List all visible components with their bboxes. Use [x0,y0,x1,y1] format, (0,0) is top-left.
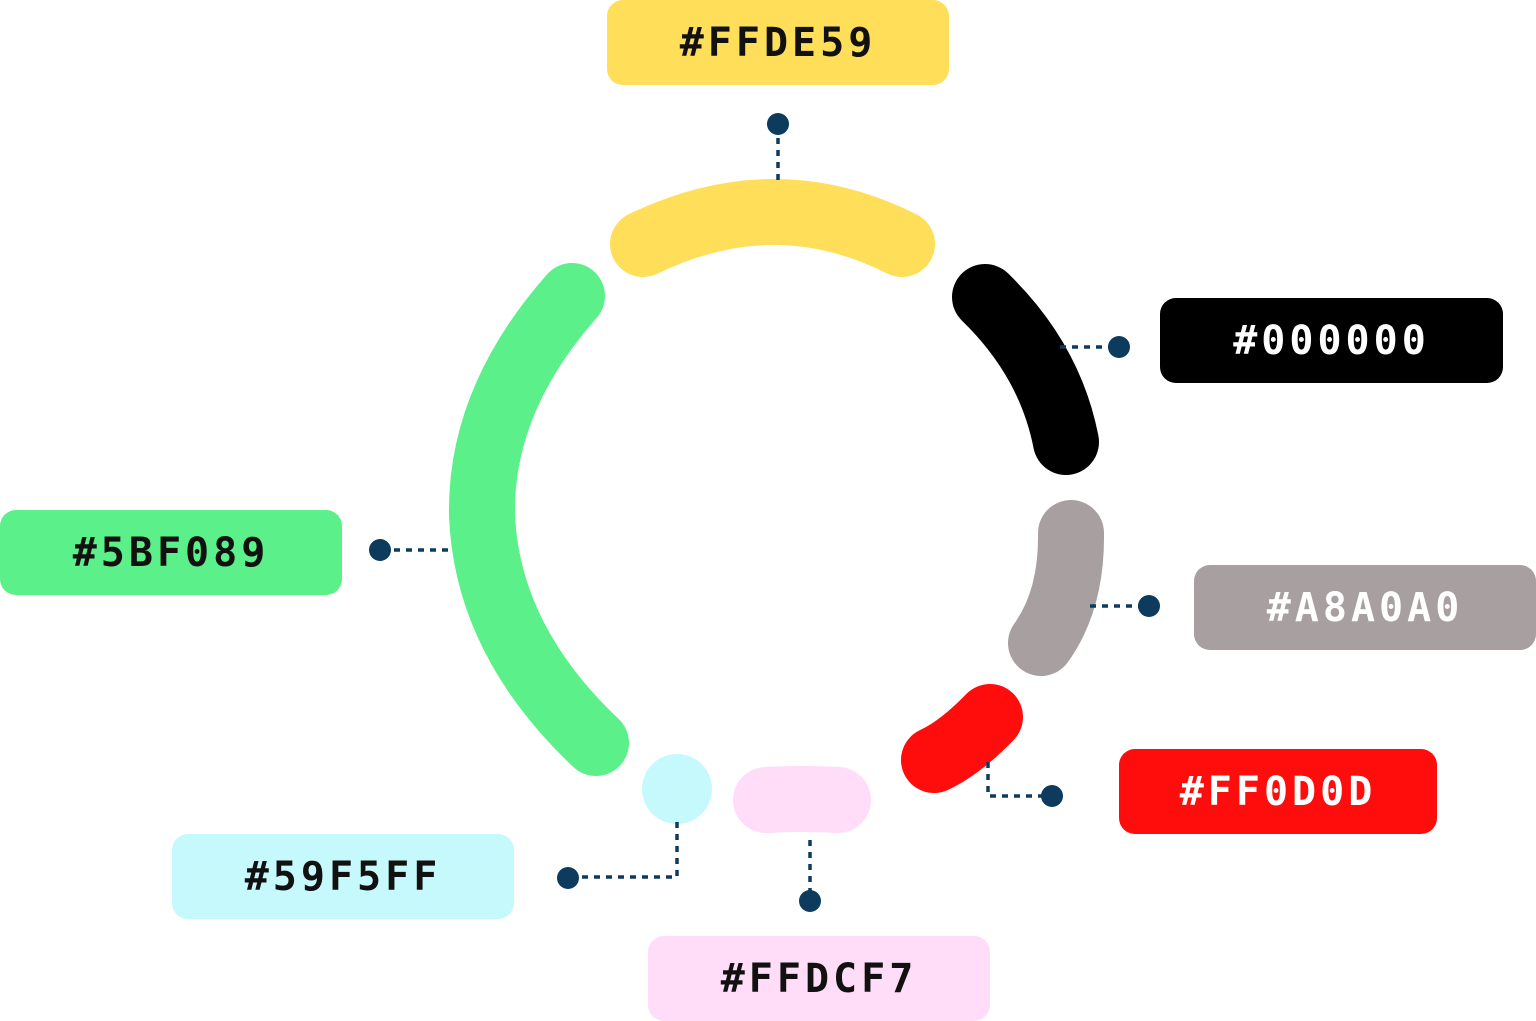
hex-label-green: #5BF089 [0,510,342,595]
hex-label-yellow: #FFDE59 [607,0,949,85]
segment-black [952,264,1099,475]
segment-yellow [610,179,935,277]
hex-label-gray: #A8A0A0 [1194,565,1536,650]
segment-red [901,684,1023,793]
hex-label-black: #000000 [1160,298,1503,383]
segment-cyan [642,754,712,824]
connector-black [1060,336,1130,358]
connector-red [986,762,1063,807]
connector-yellow [767,113,789,183]
hex-label-cyan: #59F5FF [172,834,514,919]
segment-gray [1008,500,1105,676]
segment-pink [733,766,871,833]
hex-label-red: #FF0D0D [1119,749,1437,834]
segment-green [448,263,629,776]
connector-gray [1090,595,1160,617]
connector-cyan [557,822,679,889]
connector-green [369,539,452,561]
hex-label-pink: #FFDCF7 [648,936,990,1021]
connector-pink [799,840,821,912]
